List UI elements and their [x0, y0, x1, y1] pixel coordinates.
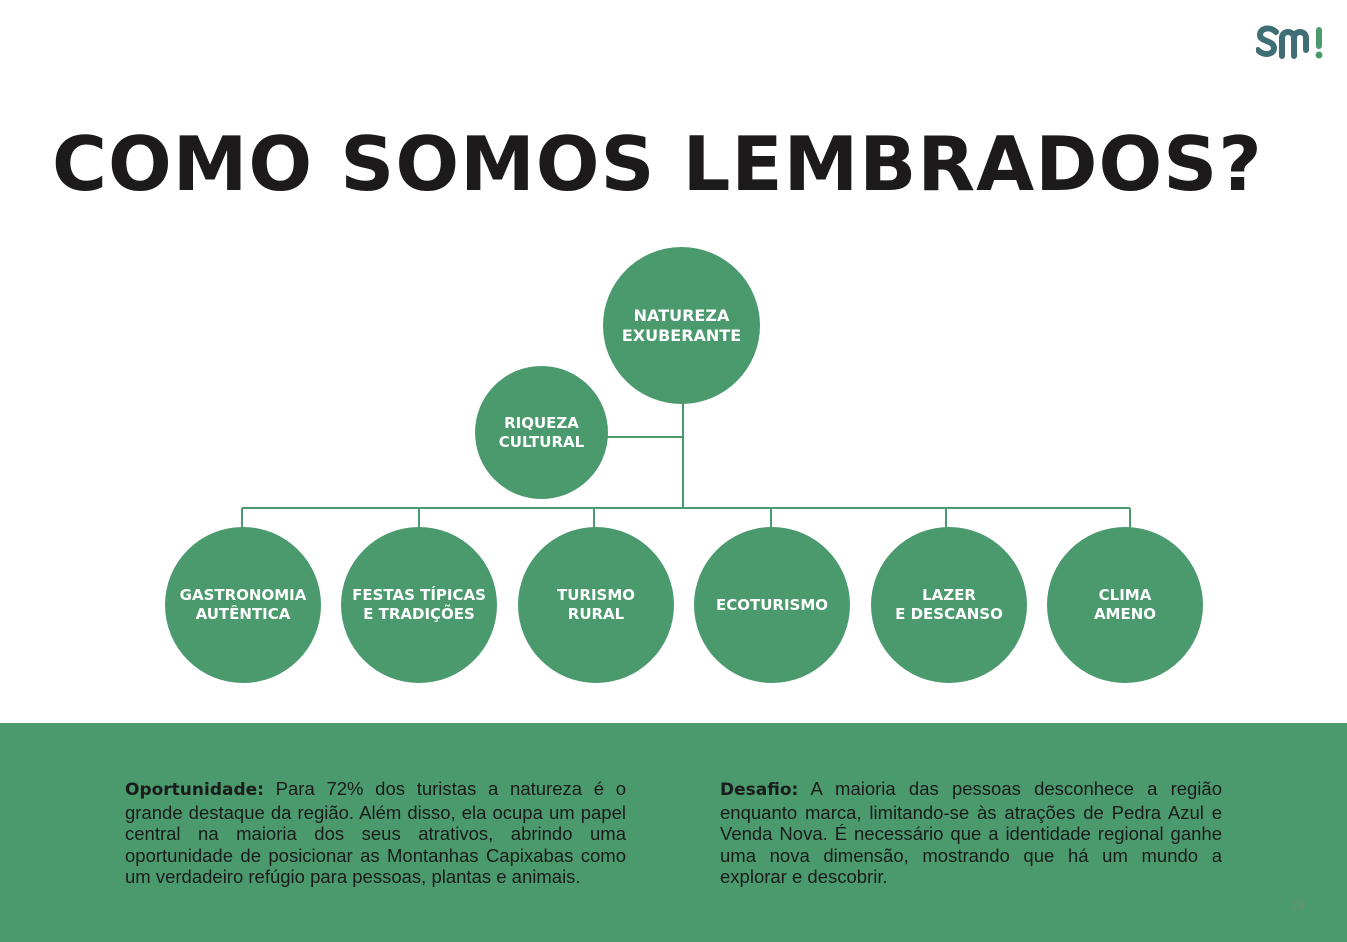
- node-label: GASTRONOMIA AUTÊNTICA: [179, 586, 307, 623]
- challenge-paragraph: Desafio: A maioria das pessoas desconhec…: [720, 778, 1222, 888]
- challenge-text: A maioria das pessoas desconhece a regiã…: [720, 778, 1222, 887]
- opportunity-label: Oportunidade:: [125, 780, 264, 800]
- node-clima-ameno: CLIMA AMENO: [1047, 527, 1203, 683]
- node-label: LAZER E DESCANSO: [895, 586, 1003, 623]
- page-title: COMO SOMOS LEMBRADOS?: [52, 120, 1263, 208]
- node-lazer-descanso: LAZER E DESCANSO: [871, 527, 1027, 683]
- page-number: 13: [1290, 897, 1305, 912]
- node-label: ECOTURISMO: [715, 595, 829, 614]
- footer-panel: Oportunidade: Para 72% dos turistas a na…: [0, 723, 1347, 942]
- opportunity-text: Para 72% dos turistas a natureza é o gra…: [125, 778, 626, 887]
- opportunity-paragraph: Oportunidade: Para 72% dos turistas a na…: [125, 778, 626, 888]
- node-label: FESTAS TÍPICAS E TRADIÇÕES: [352, 586, 486, 623]
- node-label: CLIMA AMENO: [1093, 586, 1157, 623]
- challenge-label: Desafio:: [720, 780, 799, 800]
- node-natureza-exuberante: NATUREZA EXUBERANTE: [603, 247, 760, 404]
- node-gastronomia-autentica: GASTRONOMIA AUTÊNTICA: [165, 527, 321, 683]
- node-label: TURISMO RURAL: [556, 586, 636, 623]
- diagram-connectors: [241, 400, 1131, 528]
- node-ecoturismo: ECOTURISMO: [694, 527, 850, 683]
- node-label: RIQUEZA CULTURAL: [498, 413, 585, 451]
- node-festas-tipicas: FESTAS TÍPICAS E TRADIÇÕES: [341, 527, 497, 683]
- node-turismo-rural: TURISMO RURAL: [518, 527, 674, 683]
- sm-logo-icon: [1256, 25, 1323, 59]
- node-riqueza-cultural: RIQUEZA CULTURAL: [475, 366, 608, 499]
- node-label: NATUREZA EXUBERANTE: [621, 305, 742, 345]
